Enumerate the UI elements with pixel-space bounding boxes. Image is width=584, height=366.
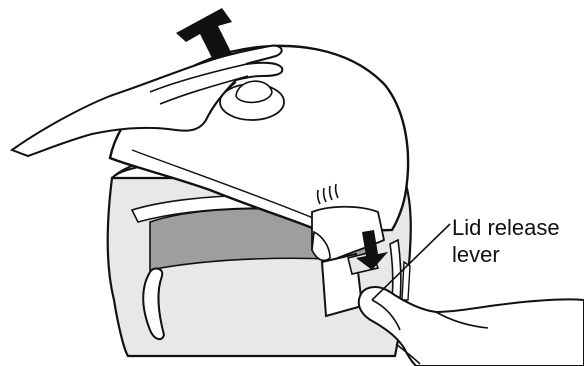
- callout-line-1: Lid release: [452, 214, 560, 241]
- callout-line-2: lever: [452, 241, 560, 268]
- lid-release-lever-label: Lid release lever: [452, 214, 560, 268]
